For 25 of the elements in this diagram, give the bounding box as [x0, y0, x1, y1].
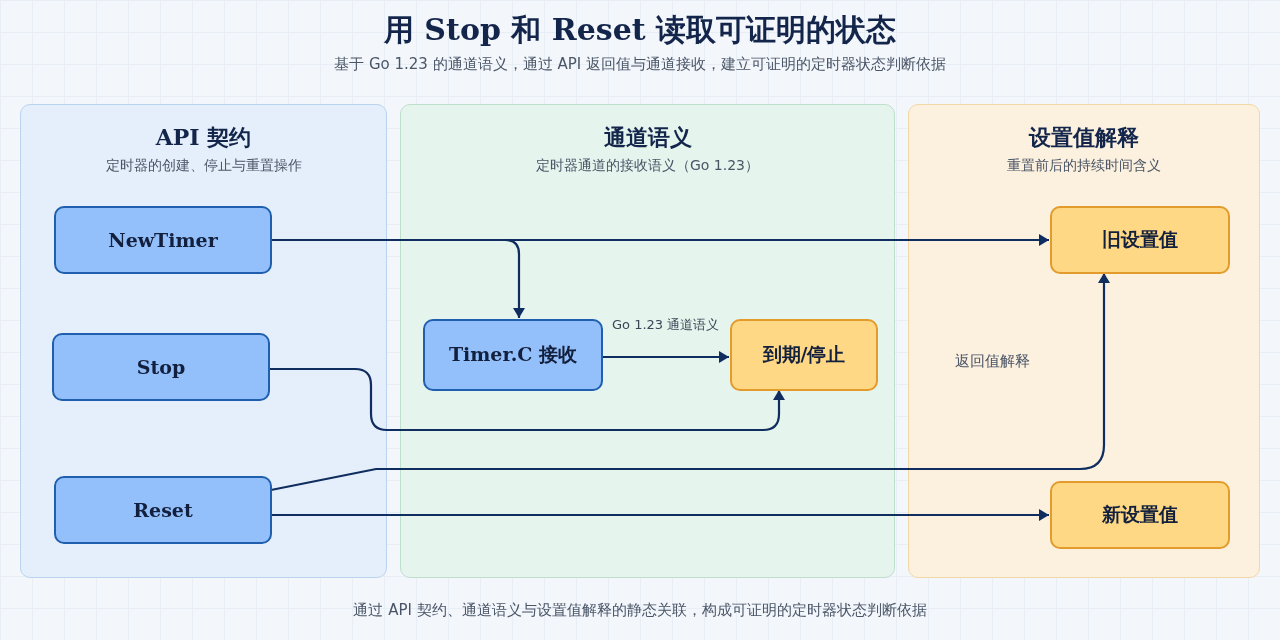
panel-heading: 通道语义: [602, 123, 693, 152]
panel-subtitle: 重置前后的持续时间含义: [1006, 157, 1162, 175]
process-box: Timer.C 接收: [423, 319, 603, 391]
process-box: Reset: [54, 476, 272, 544]
process-box: NewTimer: [54, 206, 272, 274]
arrow: [269, 367, 785, 432]
arrow: [271, 509, 1049, 521]
process-box: Stop: [52, 333, 270, 401]
panel-heading: API 契约: [154, 123, 253, 152]
arrow: [270, 273, 1110, 492]
subtitle: 基于 Go 1.23 的通道语义，通过 API 返回值与通道接收，建立可证明的定时器状态判断依据: [333, 55, 947, 74]
arrow: [602, 351, 729, 363]
panel: [20, 104, 387, 578]
process-box: 新设置值: [1050, 481, 1230, 549]
panel-heading: 设置值解释: [1027, 123, 1140, 152]
process-box: 旧设置值: [1050, 206, 1230, 274]
process-box: 到期/停止: [730, 319, 878, 391]
caption: 通过 API 契约、通道语义与设置值解释的静态关联，构成可证明的定时器状态判断依据: [352, 601, 928, 620]
title: 用 Stop 和 Reset 读取可证明的状态: [382, 11, 898, 49]
panel: [400, 104, 895, 578]
edge-label: Go 1.23 通道语义: [610, 316, 722, 334]
annotation-text: 返回值解释: [955, 352, 1030, 371]
panel: [908, 104, 1260, 578]
panel-subtitle: 定时器的创建、停止与重置操作: [104, 157, 303, 175]
panel-subtitle: 定时器通道的接收语义（Go 1.23）: [534, 157, 760, 175]
